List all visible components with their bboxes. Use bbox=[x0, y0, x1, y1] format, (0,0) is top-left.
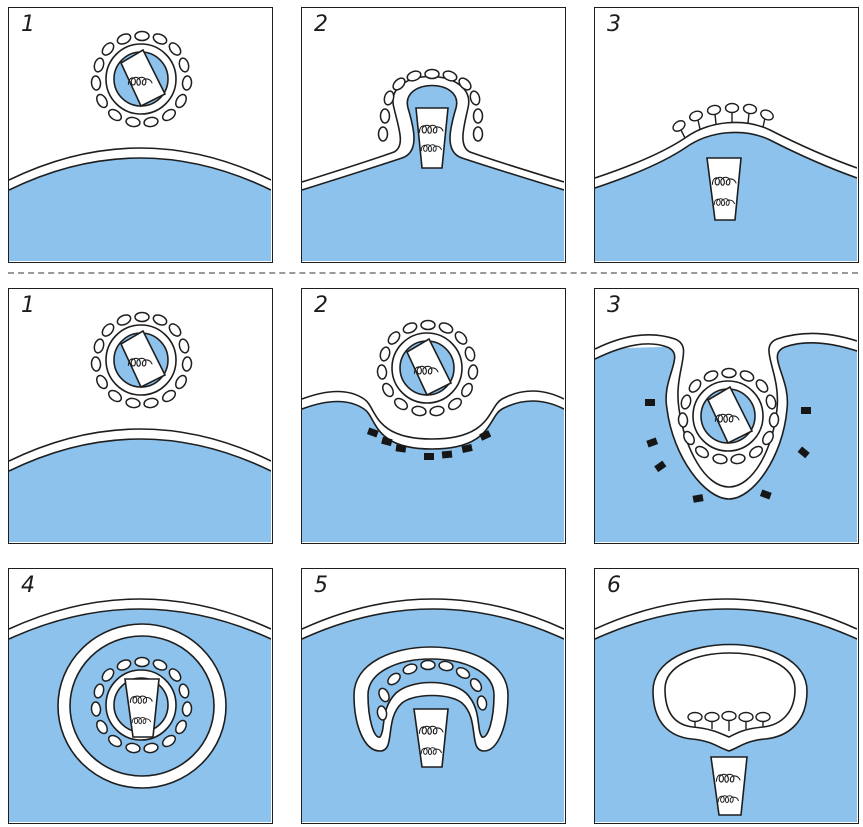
virus-particle bbox=[91, 32, 192, 128]
panel-endocytosis-3: 3 bbox=[594, 288, 859, 544]
fusion-3-illustration bbox=[595, 8, 857, 261]
capsid bbox=[416, 108, 448, 168]
panel-fusion-1: 1 bbox=[8, 7, 273, 263]
endocytosis-6-illustration bbox=[595, 569, 857, 822]
panel-endocytosis-6: 6 bbox=[594, 568, 859, 824]
panel-fusion-2: 2 bbox=[301, 7, 566, 263]
panel-number: 3 bbox=[607, 295, 621, 317]
fusion-2-illustration bbox=[302, 8, 564, 261]
endocytosis-2-illustration bbox=[302, 289, 564, 542]
fusion-1-illustration bbox=[9, 8, 271, 261]
panel-number: 4 bbox=[21, 575, 35, 597]
panel-number: 1 bbox=[21, 295, 35, 317]
panel-endocytosis-1: 1 bbox=[8, 288, 273, 544]
panel-number: 6 bbox=[607, 575, 621, 597]
panel-number: 1 bbox=[21, 14, 35, 36]
endocytosis-3-illustration bbox=[595, 289, 857, 542]
panel-number: 3 bbox=[607, 14, 621, 36]
endocytosis-5-illustration bbox=[302, 569, 564, 822]
panel-number: 5 bbox=[314, 575, 328, 597]
endocytosis-1-illustration bbox=[9, 289, 271, 542]
panel-endocytosis-2: 2 bbox=[301, 288, 566, 544]
panel-fusion-3: 3 bbox=[594, 7, 859, 263]
panel-number: 2 bbox=[314, 295, 328, 317]
section-divider bbox=[8, 272, 858, 274]
endocytosis-4-illustration bbox=[9, 569, 271, 822]
panel-number: 2 bbox=[314, 14, 328, 36]
panel-endocytosis-4: 4 bbox=[8, 568, 273, 824]
panel-endocytosis-5: 5 bbox=[301, 568, 566, 824]
